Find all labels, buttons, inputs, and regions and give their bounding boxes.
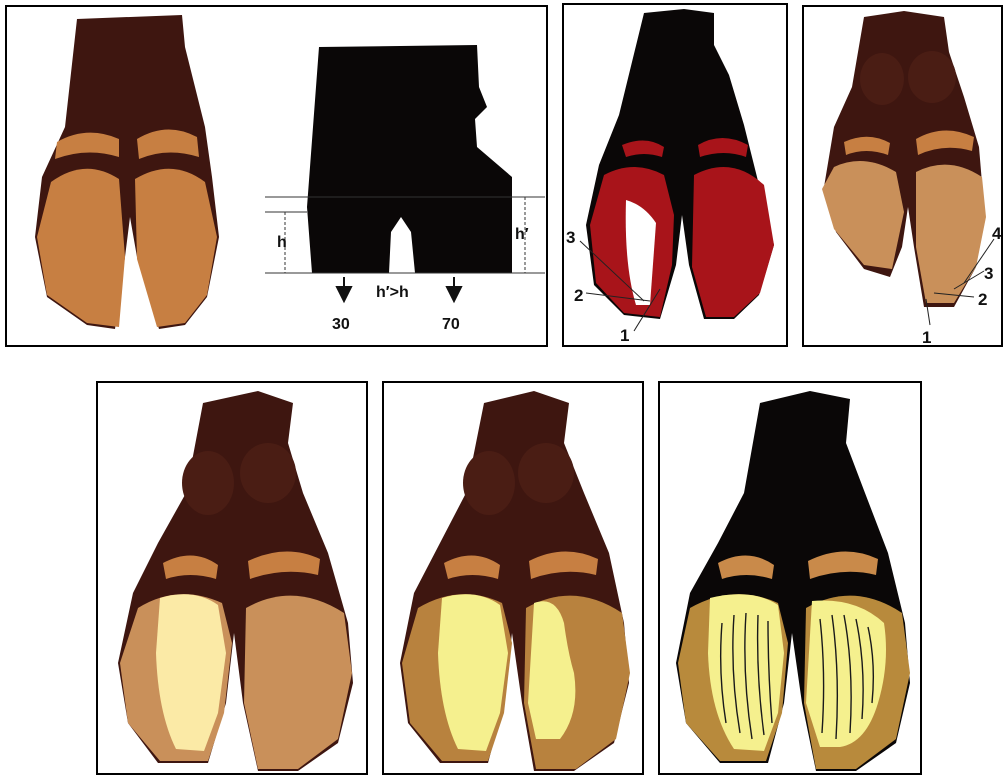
frog-right-texture [240,443,296,503]
frog-left-texture [860,53,904,105]
sole-diagram-red: 3 2 1 [564,5,786,345]
label-2: 2 [978,290,987,309]
frog-left-texture [182,451,234,515]
label-4: 4 [992,224,1001,243]
height-diagram: h h′ h′>h 30 70 [7,7,546,345]
label-1: 1 [922,328,931,345]
frog-left-texture [463,451,515,515]
label-h-relation: h′>h [376,284,409,301]
frog-right-texture [518,443,574,503]
label-3: 3 [984,264,993,283]
label-3: 3 [566,228,575,247]
label-2: 2 [574,286,583,305]
arrow-left [337,277,351,301]
label-h-prime: h′ [515,226,529,243]
panel-red-sole: 3 2 1 [562,3,788,347]
panel-striated-soles [658,381,922,775]
sole-diagram-pale-left [98,383,366,775]
label-30: 30 [332,316,350,333]
arrow-right [447,277,461,301]
panel-plain-sole: h h′ h′>h 30 70 [5,5,548,347]
frog-right-texture [908,51,956,103]
panel-tan-sole: 4 3 2 1 [802,5,1003,347]
sole-right [916,165,986,303]
panel-pale-left-sole [96,381,368,775]
label-h: h [277,234,287,251]
sole-diagram-tan: 4 3 2 1 [804,7,1001,345]
sole-diagram-striated [660,383,920,775]
sole-left [822,161,904,269]
sole-right [692,167,774,317]
hoof-side-silhouette [307,45,512,273]
sole-diagram-two-pale [384,383,642,775]
label-70: 70 [442,316,460,333]
panel-two-pale-soles [382,381,644,775]
label-1: 1 [620,326,629,345]
